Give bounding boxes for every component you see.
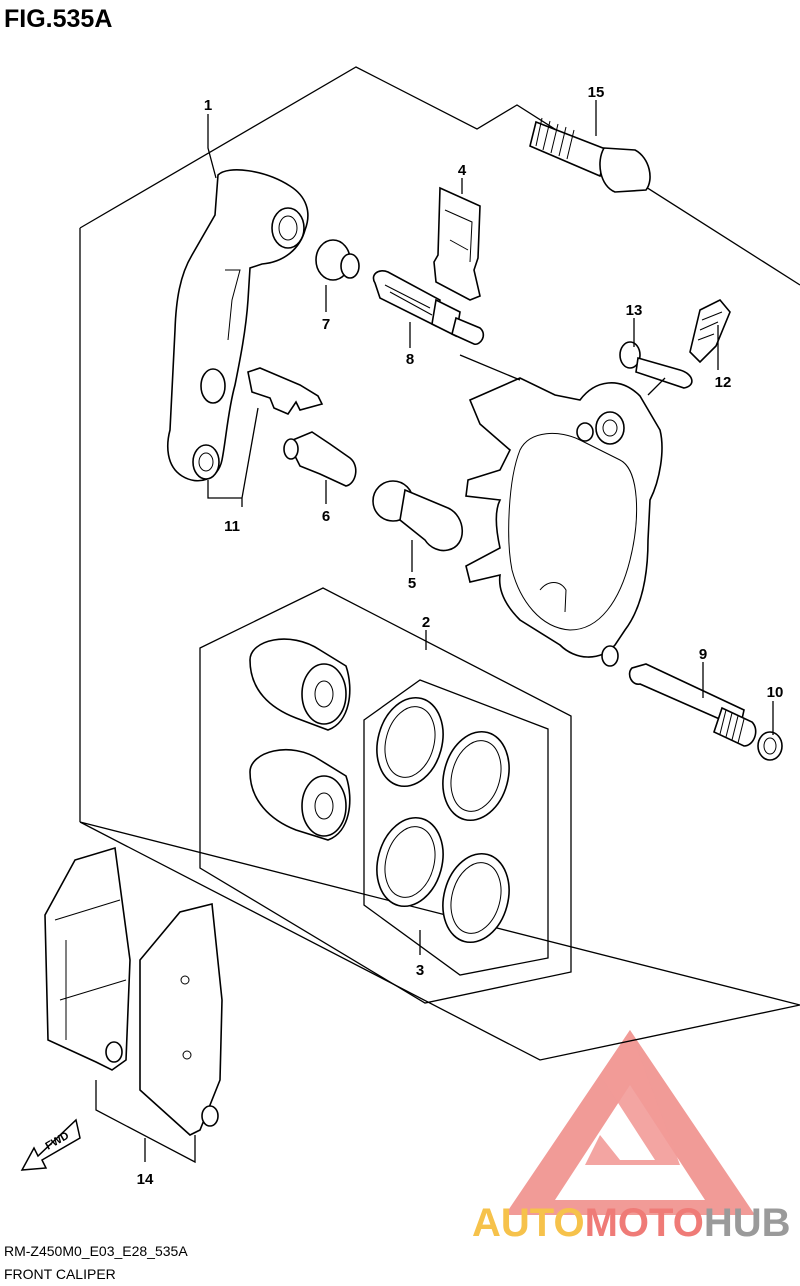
callout-15: 15 bbox=[588, 84, 605, 101]
piston-upper bbox=[249, 638, 351, 731]
callout-4: 4 bbox=[458, 162, 467, 179]
caliper-bracket bbox=[167, 169, 309, 482]
brake-pads bbox=[44, 846, 223, 1136]
callout-10: 10 bbox=[767, 684, 784, 701]
seal-subframe bbox=[363, 679, 549, 976]
pad-spring bbox=[433, 186, 481, 301]
piston-lower bbox=[249, 749, 351, 841]
slide-pin-lower bbox=[283, 431, 357, 487]
callout-2: 2 bbox=[422, 614, 430, 631]
figure-name: FRONT CALIPER bbox=[4, 1266, 116, 1282]
piston-seals bbox=[376, 696, 510, 944]
callout-8: 8 bbox=[406, 351, 414, 368]
bleed-cap bbox=[619, 341, 693, 389]
callout-11: 11 bbox=[224, 518, 240, 535]
callout-1: 1 bbox=[204, 97, 212, 114]
callout-14: 14 bbox=[137, 1171, 154, 1188]
figure-title: FIG.535A bbox=[4, 5, 112, 33]
fwd-arrow-icon: FWD bbox=[20, 1118, 81, 1171]
callout-7: 7 bbox=[322, 316, 330, 333]
boot-lower bbox=[372, 480, 463, 552]
figure-code: RM-Z450M0_E03_E28_535A bbox=[4, 1243, 188, 1259]
watermark-auto: AUTO bbox=[472, 1201, 585, 1245]
caliper-body bbox=[465, 377, 663, 667]
callout-13: 13 bbox=[626, 302, 643, 319]
pad-bracket-line bbox=[95, 1080, 196, 1164]
boot bbox=[315, 239, 360, 281]
bleeder-valve bbox=[689, 299, 731, 364]
callouts: 1 2 3 4 5 6 7 8 9 10 11 12 13 14 15 bbox=[137, 84, 784, 1188]
watermark-hub: HUB bbox=[704, 1201, 791, 1245]
callout-12: 12 bbox=[715, 374, 732, 391]
pad-pin bbox=[628, 663, 757, 747]
watermark-wordmark: AUTOMOTOHUB bbox=[472, 1201, 791, 1245]
callout-6: 6 bbox=[322, 508, 330, 525]
callout-9: 9 bbox=[699, 646, 707, 663]
pin-plug bbox=[757, 731, 783, 761]
callout-3: 3 bbox=[416, 962, 424, 979]
watermark-logo bbox=[505, 1030, 755, 1215]
mounting-bolt bbox=[529, 117, 651, 193]
leader-lines bbox=[207, 100, 774, 955]
watermark-moto: MOTO bbox=[585, 1201, 704, 1245]
piston-seal-frame bbox=[199, 587, 572, 1004]
slide-pin-upper bbox=[372, 270, 485, 345]
watermark-triangle-icon bbox=[505, 1030, 755, 1215]
bracket-clip bbox=[247, 367, 324, 415]
callout-5: 5 bbox=[408, 575, 416, 592]
